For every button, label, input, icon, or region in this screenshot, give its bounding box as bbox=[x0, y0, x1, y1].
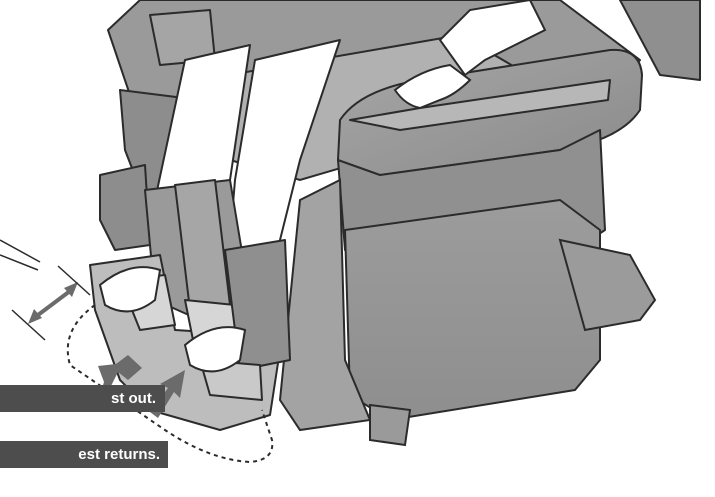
right-side-panel bbox=[345, 200, 600, 420]
base-foot bbox=[370, 405, 410, 445]
range-guide-lines bbox=[0, 240, 90, 340]
footrest-out-label: st out. bbox=[0, 385, 165, 412]
extension-range-arrow bbox=[28, 282, 78, 324]
footrest-returns-label: est returns. bbox=[0, 441, 168, 468]
